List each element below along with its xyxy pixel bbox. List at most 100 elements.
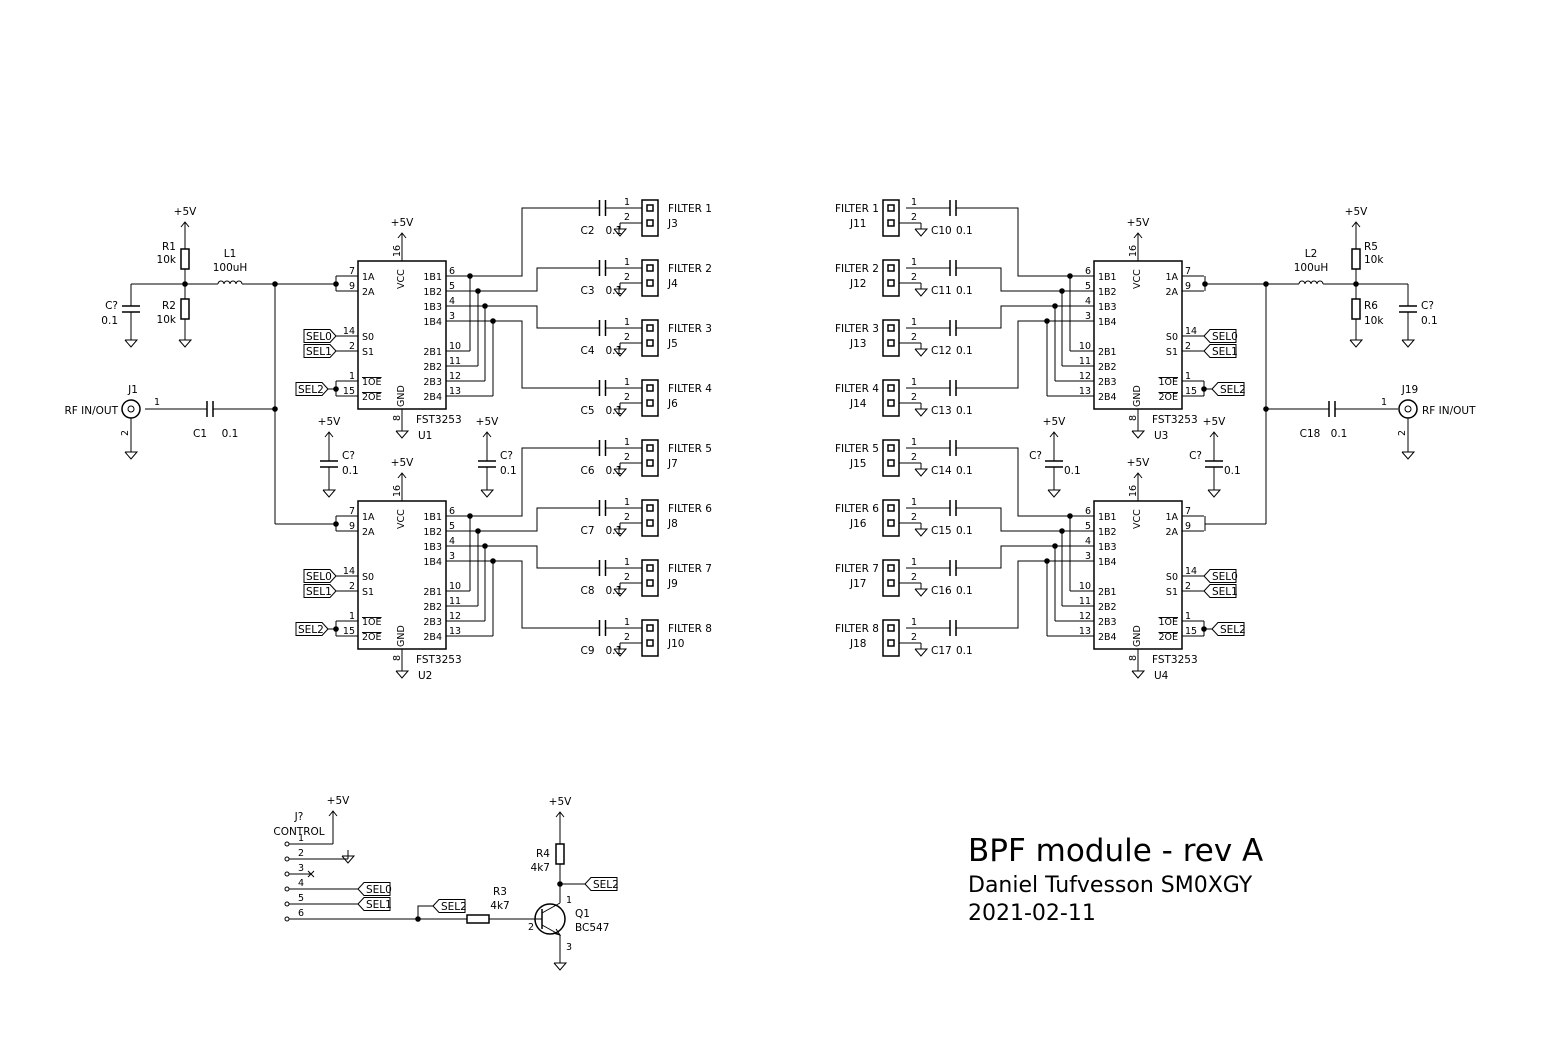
power-symbol: +5V xyxy=(391,457,414,485)
pin-number: 9 xyxy=(349,521,355,532)
connector-ref: J10 xyxy=(667,638,684,650)
pin-number: 2 xyxy=(624,452,630,463)
pin-number: 12 xyxy=(1079,371,1091,382)
filter-label: FILTER 1 xyxy=(835,203,879,215)
cap-value: 0.1 xyxy=(1064,465,1081,477)
pin-number: 1 xyxy=(911,257,917,268)
pin-number: 1 xyxy=(154,397,160,408)
net-label-text: SEL2 xyxy=(593,879,619,891)
power-label: +5V xyxy=(391,217,414,229)
pin-number: 8 xyxy=(392,415,403,421)
connector: 12 xyxy=(882,377,929,417)
pin-number: 7 xyxy=(349,506,355,517)
pin-number: 6 xyxy=(1085,266,1091,277)
pin-number: 13 xyxy=(449,386,461,397)
connector-ref: J15 xyxy=(849,458,866,470)
pin-number: 11 xyxy=(1079,596,1091,607)
pin-number: 2 xyxy=(349,581,355,592)
ground-symbol xyxy=(1207,484,1222,498)
filter-label: FILTER 4 xyxy=(835,383,879,395)
cap-ref: C13 xyxy=(931,405,952,417)
pin-number: 2 xyxy=(298,848,304,859)
ground-symbol xyxy=(914,283,929,297)
pin-name: S0 xyxy=(1166,572,1178,583)
ground-symbol xyxy=(613,343,628,357)
cap-value: 0.1 xyxy=(956,405,973,417)
ic-ref-label: U4 xyxy=(1154,670,1169,682)
pin-number: 2 xyxy=(349,341,355,352)
pin-name: 1B4 xyxy=(423,557,442,568)
pin-number: 3 xyxy=(298,863,304,874)
pin-name: 1B3 xyxy=(423,542,442,553)
pin-name: 2B2 xyxy=(1098,602,1117,613)
connector-pin xyxy=(284,901,290,907)
cap-ref: C18 xyxy=(1300,428,1321,440)
transistor-ref: Q1 xyxy=(575,908,590,920)
inductor-ref: L1 xyxy=(224,248,237,260)
net-label-text: SEL1 xyxy=(1212,346,1238,358)
pin-name: 2B1 xyxy=(1098,347,1117,358)
pin-number: 1 xyxy=(911,497,917,508)
connector: 12 xyxy=(613,617,659,657)
power-symbol: +5V xyxy=(391,217,414,245)
pin-name: 1B2 xyxy=(423,527,442,538)
connector: 12 xyxy=(882,557,929,597)
pin-number: 4 xyxy=(449,536,455,547)
ground-symbol xyxy=(613,583,628,597)
net-label: SEL1 xyxy=(303,584,337,598)
pin-number: 1 xyxy=(911,557,917,568)
resistor-ref: R6 xyxy=(1364,300,1378,312)
connector-pin xyxy=(284,856,290,862)
pin-number: 10 xyxy=(449,341,461,352)
pin-number: 1 xyxy=(1381,397,1387,408)
power-symbol: +5V xyxy=(174,206,197,234)
resistor-value: 10k xyxy=(157,254,177,266)
power-symbol: +5V xyxy=(1203,416,1226,444)
net-label: SEL0 xyxy=(303,329,337,343)
resistor-value: 10k xyxy=(1364,315,1384,327)
pin-number: 7 xyxy=(1185,266,1191,277)
cap-value: 0.1 xyxy=(606,345,623,357)
cap-value: 0.1 xyxy=(606,285,623,297)
filter-label: FILTER 2 xyxy=(835,263,879,275)
pin-name: 2B1 xyxy=(1098,587,1117,598)
pin-number: 13 xyxy=(449,626,461,637)
ground-symbol xyxy=(1131,425,1146,439)
pin-number: 5 xyxy=(298,893,304,904)
pin-name: 2A xyxy=(362,527,375,538)
cap-value: 0.1 xyxy=(956,645,973,657)
connector: 12 xyxy=(613,377,659,417)
title: BPF module - rev A xyxy=(968,833,1263,869)
power-label: +5V xyxy=(391,457,414,469)
ground-symbol xyxy=(178,334,193,348)
pin-name: S1 xyxy=(1166,347,1178,358)
pin-number: 4 xyxy=(1085,536,1091,547)
pin-name: 2B3 xyxy=(1098,377,1117,388)
pin-name: S1 xyxy=(362,347,374,358)
connector-pin xyxy=(284,871,290,877)
pin-number: 12 xyxy=(1079,611,1091,622)
power-label: +5V xyxy=(476,416,499,428)
pin-number: 14 xyxy=(1185,566,1197,577)
ground-symbol xyxy=(914,463,929,477)
pin-number: 13 xyxy=(1079,626,1091,637)
filter-label: FILTER 7 xyxy=(835,563,879,575)
pin-number: 1 xyxy=(624,497,630,508)
pin-name: 1B3 xyxy=(1098,302,1117,313)
ground-symbol xyxy=(553,957,568,971)
pin-number: 14 xyxy=(343,566,355,577)
pin-name: GND xyxy=(1132,625,1143,647)
pin-number: 6 xyxy=(1085,506,1091,517)
pin-name: 2B4 xyxy=(423,392,442,403)
net-label: SEL0 xyxy=(303,569,337,583)
power-label: +5V xyxy=(1127,457,1150,469)
cap-value: 0.1 xyxy=(956,345,973,357)
net-label-text: SEL0 xyxy=(1212,571,1238,583)
cap-ref: C14 xyxy=(931,465,952,477)
pin-number: 2 xyxy=(624,572,630,583)
pin-number: 2 xyxy=(911,572,917,583)
